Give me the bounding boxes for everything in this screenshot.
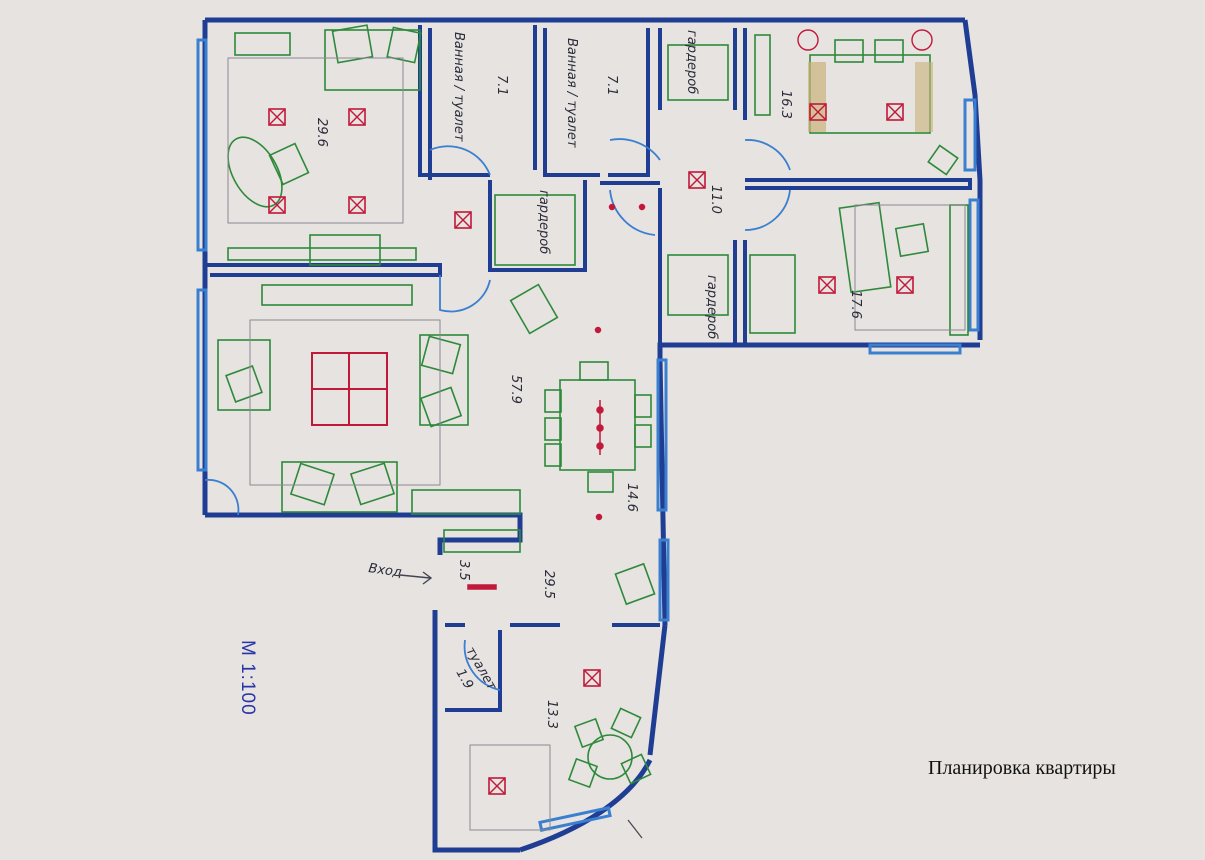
plan-caption: Планировка квартиры [928, 757, 1116, 779]
name-wardrobe-right: гардероб [704, 275, 719, 339]
partitions [205, 25, 972, 712]
dining-pendants [467, 203, 646, 590]
area-corridor: 29.5 [541, 570, 556, 599]
name-bathroom-2: Ванная / туалет [564, 38, 579, 148]
entrance-label: Вход [367, 561, 402, 581]
area-living-top-left: 29.6 [314, 118, 329, 147]
bedside-lamps [797, 29, 933, 51]
name-wardrobe-top: гардероб [684, 30, 699, 94]
windows [196, 38, 980, 832]
area-kitchen-strip: 14.6 [624, 483, 639, 512]
carpet [311, 352, 388, 426]
area-bedroom: 16.3 [778, 90, 793, 119]
bed-footboard [915, 62, 933, 132]
scale-label: М 1:100 [237, 640, 258, 716]
area-room-right: 17.6 [848, 290, 863, 319]
entrance-arrow [399, 571, 433, 585]
name-bathroom-1: Ванная / туалет [451, 32, 466, 142]
area-room-bottom: 13.3 [544, 700, 559, 729]
area-entry-hall: 3.5 [456, 560, 471, 581]
name-wardrobe-mid: гардероб [536, 190, 551, 254]
bed-headboard [808, 62, 826, 132]
area-bathroom-2: 7.1 [604, 75, 619, 96]
area-hall: 11.0 [708, 185, 723, 214]
doors [204, 138, 791, 691]
area-bathroom-1: 7.1 [494, 75, 509, 96]
pencil-stroke [627, 819, 643, 839]
area-living-main: 57.9 [508, 375, 523, 404]
pencil-outlines [227, 57, 966, 831]
